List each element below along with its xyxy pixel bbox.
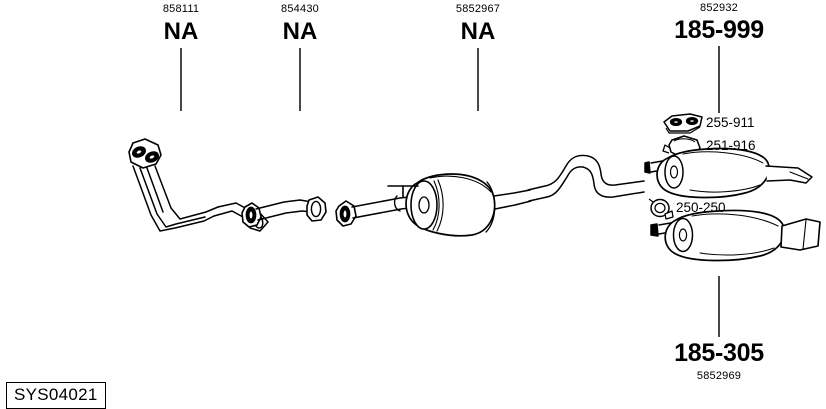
- part-rear-silencer-lower: [650, 209, 821, 262]
- value-rear-upper: 185-999: [674, 16, 764, 44]
- ref-number-connecting-pipe: 854430: [281, 3, 319, 15]
- system-code-box: SYS04021: [6, 382, 106, 409]
- callout-255-911: 255-911: [706, 115, 755, 130]
- gasket-clamp-icon: [663, 113, 703, 134]
- part-connecting-pipe: [241, 196, 327, 228]
- pipe-clamp-icon: [648, 198, 674, 220]
- part-rear-silencer-upper: [644, 147, 813, 199]
- value-connecting-pipe: NA: [282, 18, 318, 45]
- part-centre-silencer: [335, 173, 532, 237]
- part-intermediate-pipe: [527, 154, 645, 202]
- ref-number-centre-silencer: 5852967: [455, 3, 501, 15]
- ref-number-rear-lower: 5852969: [696, 370, 742, 382]
- value-rear-lower: 185-305: [674, 339, 764, 367]
- callout-250-250: 250-250: [676, 200, 726, 215]
- value-centre-silencer: NA: [460, 18, 496, 45]
- value-front-pipe: NA: [163, 18, 199, 45]
- ref-number-front-pipe: 858111: [162, 3, 200, 15]
- leader-lines: [180, 46, 720, 337]
- callout-251-916: 251-916: [706, 138, 756, 153]
- ref-number-rear-upper: 852932: [700, 2, 738, 14]
